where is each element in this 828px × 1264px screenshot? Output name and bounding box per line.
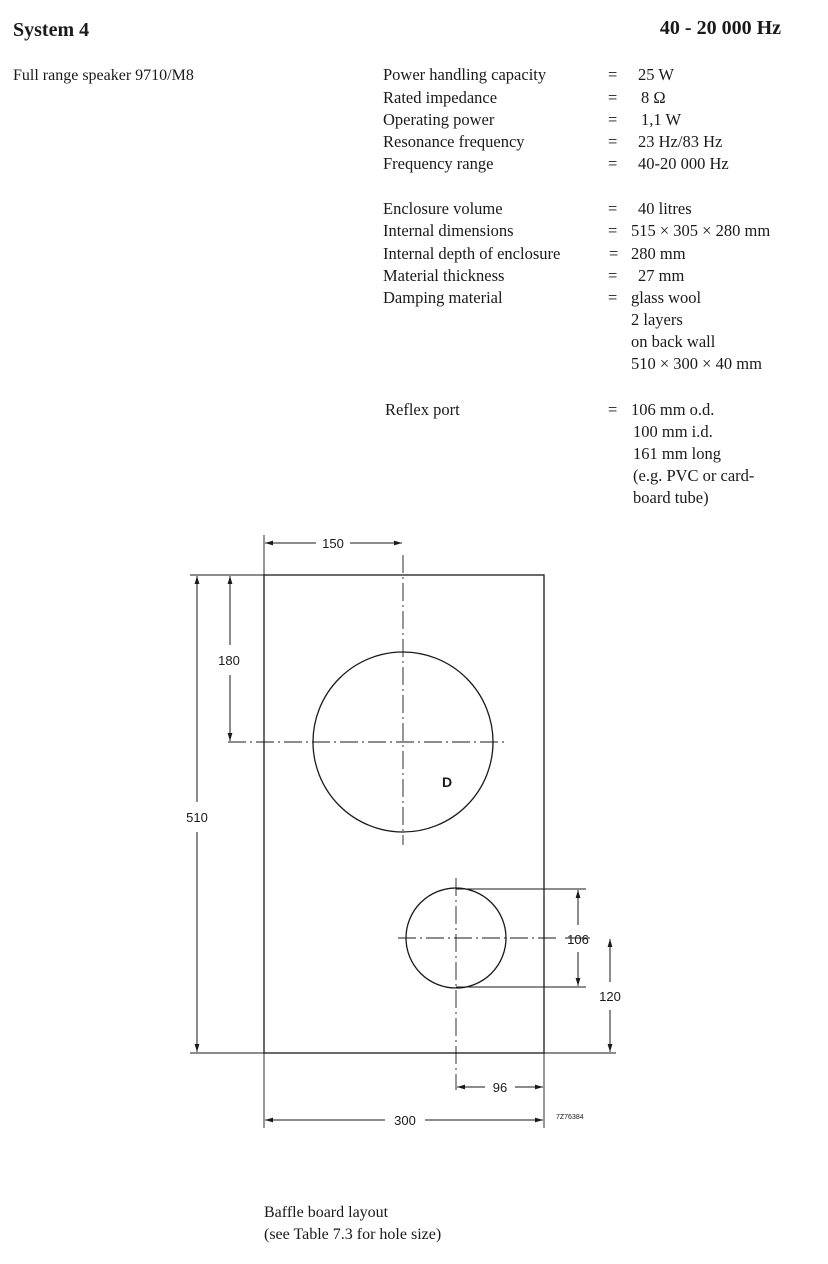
spec-label: Damping material [383, 288, 503, 307]
spec-equals: = [609, 244, 619, 263]
spec-equals: = [608, 65, 618, 84]
spec-equals: = [608, 199, 618, 218]
spec-value: glass wool [631, 288, 702, 307]
dim-label-510: 510 [186, 810, 208, 825]
dim-label-96: 96 [493, 1080, 507, 1095]
spec-equals: = [608, 221, 618, 240]
spec-equals: = [608, 400, 618, 419]
spec-equals: = [608, 154, 618, 173]
spec-label: Reflex port [385, 400, 460, 419]
spec-value: 161 mm long [633, 444, 722, 463]
spec-value: 8 Ω [641, 88, 666, 107]
speaker-model: Full range speaker 9710/M8 [13, 67, 194, 84]
spec-value: 1,1 W [641, 110, 682, 129]
drawing-reference-number: 7Z76384 [556, 1114, 584, 1121]
caption-line: (see Table 7.3 for hole size) [264, 1226, 442, 1243]
page-title: System 4 [13, 19, 90, 41]
spec-value: (e.g. PVC or card- [633, 466, 755, 485]
spec-label: Rated impedance [383, 88, 498, 107]
spec-value: 40-20 000 Hz [638, 154, 729, 173]
spec-equals: = [608, 132, 618, 151]
caption-line: Baffle board layout [264, 1204, 389, 1221]
dim-label-120: 120 [599, 989, 621, 1004]
spec-value: 280 mm [631, 244, 686, 263]
spec-label: Enclosure volume [383, 199, 503, 218]
spec-label: Resonance frequency [383, 132, 525, 151]
spec-label: Internal depth of enclosure [383, 244, 561, 263]
spec-value: on back wall [631, 332, 716, 351]
spec-label: Power handling capacity [383, 65, 547, 84]
spec-equals: = [608, 110, 618, 129]
spec-value: 27 mm [638, 266, 685, 285]
driver-label: D [442, 774, 452, 790]
spec-value: board tube) [633, 488, 709, 507]
baffle-outline [263, 574, 545, 1054]
spec-value: 23 Hz/83 Hz [638, 132, 723, 151]
spec-label: Frequency range [383, 154, 494, 173]
spec-label: Internal dimensions [383, 221, 514, 240]
spec-value: 40 litres [638, 199, 692, 218]
spec-value: 510 × 300 × 40 mm [631, 354, 762, 373]
spec-equals: = [608, 288, 618, 307]
dim-label-180: 180 [218, 653, 240, 668]
dim-label-300: 300 [394, 1113, 416, 1128]
dim-label-150: 150 [322, 536, 344, 551]
spec-value: 515 × 305 × 280 mm [631, 221, 771, 240]
dim-label-106: 106 [567, 932, 589, 947]
spec-equals: = [608, 266, 618, 285]
frequency-range-heading: 40 - 20 000 Hz [659, 17, 781, 39]
spec-value: 2 layers [631, 310, 683, 329]
spec-value: 100 mm i.d. [633, 422, 713, 441]
figure-caption: Baffle board layout (see Table 7.3 for h… [264, 1202, 441, 1246]
spec-label: Operating power [383, 110, 495, 129]
spec-value: 25 W [638, 65, 674, 84]
spec-label: Material thickness [383, 266, 505, 285]
spec-value: 106 mm o.d. [631, 400, 715, 419]
spec-equals: = [608, 88, 618, 107]
baffle-board-drawing: 150 180 510 106 120 96 300 D 7Z76384 [186, 535, 621, 1128]
